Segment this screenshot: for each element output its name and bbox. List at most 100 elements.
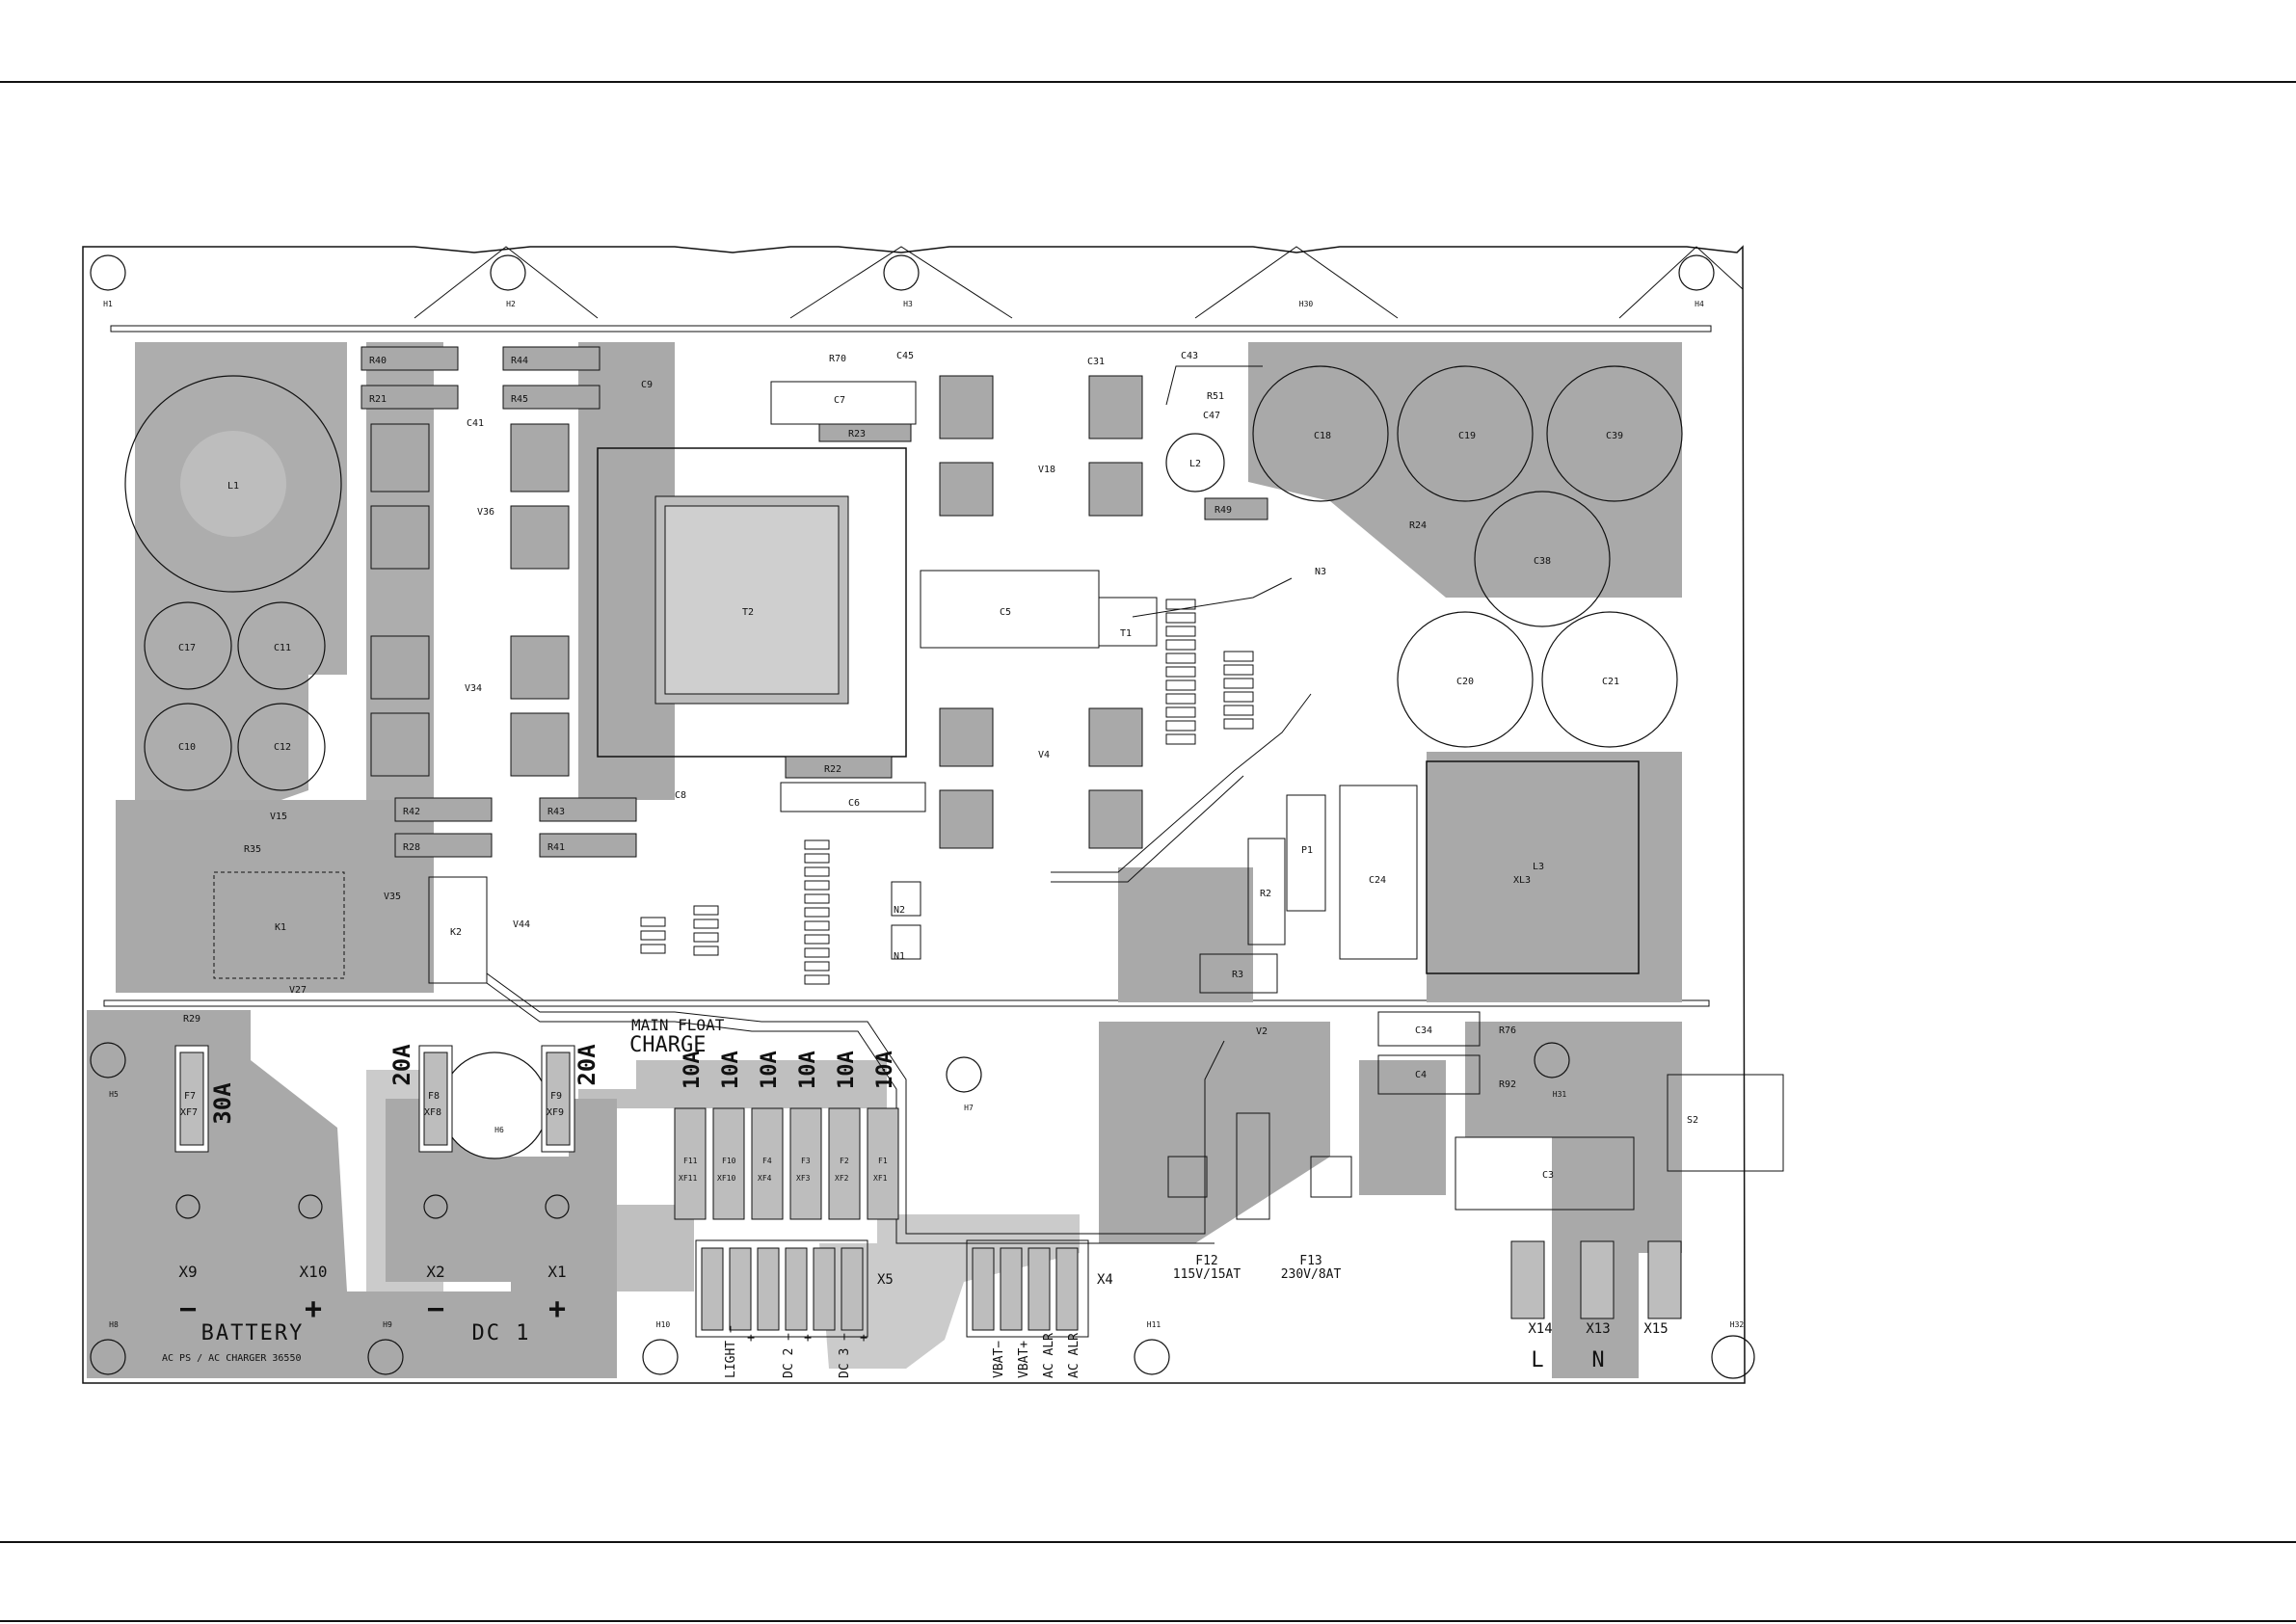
terminal-label-X10: X10: [300, 1263, 328, 1281]
x5-pin-dc2-minus: DC 2 −: [782, 1333, 796, 1378]
cap-C21: [1541, 611, 1678, 748]
fuse-rating-F1: 10A: [873, 1051, 897, 1089]
small-fuse-ids: F11 XF11 F10 XF10 F4 XF4 F3 XF3 F2 XF2 F…: [679, 1157, 888, 1183]
label-R41: R41: [547, 842, 565, 853]
fuse-holder-XF8: XF8: [424, 1107, 441, 1118]
fuse-rating-F3: 10A: [796, 1051, 820, 1089]
big-fuse-ids: F7 XF7 F8 XF8 F9 XF9: [180, 1091, 564, 1118]
mounting-holes: [90, 254, 1755, 1379]
fuse-F12: [1167, 1156, 1208, 1198]
label-S2: S2: [1687, 1115, 1698, 1126]
hole-label-h10: H10: [656, 1320, 671, 1329]
fuse-holder-XF3: XF3: [796, 1174, 811, 1183]
terminal-sign-X9: −: [179, 1292, 197, 1326]
label-R23: R23: [848, 429, 866, 439]
main-float-label: MAIN FLOAT: [631, 1016, 725, 1034]
label-V2: V2: [1256, 1026, 1268, 1037]
label-N2: N2: [894, 905, 905, 916]
label-C31: C31: [1087, 357, 1105, 367]
x4-pin-ac-alr-1: AC ALR: [1042, 1333, 1056, 1378]
terminal-labels: X9 X10 X2 X1: [178, 1263, 566, 1281]
label-P1: P1: [1301, 845, 1313, 856]
fuse-id-F9: F9: [550, 1091, 562, 1102]
dc1-label: DC 1: [472, 1321, 531, 1345]
label-C12: C12: [274, 742, 291, 753]
fuse-id-F7: F7: [184, 1091, 196, 1102]
x5-pin-dc3-plus: +: [857, 1334, 871, 1342]
hole-label-h5: H5: [109, 1090, 119, 1099]
label-C24: C24: [1369, 875, 1386, 886]
hole-label-h9: H9: [383, 1320, 392, 1329]
cap-C19: [1397, 365, 1534, 502]
hole-label-h6: H6: [494, 1126, 504, 1134]
transformer-T1: [1098, 597, 1158, 647]
terminal-block-x5: [695, 1239, 868, 1338]
terminal-studs: [175, 1194, 570, 1219]
label-C43: C43: [1181, 351, 1198, 361]
label-R51: R51: [1207, 391, 1224, 402]
mains-N-label: N: [1591, 1348, 1604, 1372]
fuse-holder-XF1: XF1: [873, 1174, 888, 1183]
label-L3: L3: [1533, 862, 1544, 872]
connector-C3: [1455, 1136, 1635, 1211]
label-C3: C3: [1542, 1170, 1554, 1181]
label-R28: R28: [403, 842, 420, 853]
hole-label-h31: H31: [1553, 1090, 1567, 1099]
mains-fuse-labels: F12 115V/15AT F13 230V/8AT: [1173, 1254, 1342, 1282]
mains-x14-label: X14: [1528, 1321, 1552, 1337]
power-resistors: [360, 346, 1268, 858]
mosfet-pads: [370, 375, 1143, 849]
x4-pin-vbat-plus: VBAT+: [1017, 1341, 1031, 1378]
label-R29: R29: [183, 1014, 200, 1025]
fuse-F13: [1236, 1112, 1270, 1220]
label-C9: C9: [641, 380, 653, 390]
big-fuse-bodies: [179, 1052, 571, 1146]
label-V18: V18: [1038, 465, 1055, 475]
copper-pour: [87, 342, 1682, 1378]
x4-pin-vbat-minus: VBAT−: [992, 1341, 1006, 1378]
cap-C4: [1377, 1054, 1481, 1095]
terminal-sign-X1: +: [548, 1292, 566, 1326]
label-R49: R49: [1215, 505, 1232, 516]
fuse-holder-XF12: [1310, 1156, 1352, 1198]
cap-C38: [1474, 491, 1611, 627]
label-C47: C47: [1203, 411, 1220, 421]
x5-pin-dc2-plus: +: [801, 1334, 815, 1342]
label-V4: V4: [1038, 750, 1050, 760]
cap-C20: [1397, 611, 1534, 748]
cap-C39: [1546, 365, 1683, 502]
label-R76: R76: [1499, 1025, 1516, 1036]
hole-label-h30: H30: [1299, 300, 1314, 308]
mains-f13-rating: 230V/8AT: [1281, 1267, 1342, 1282]
charge-label: CHARGE: [629, 1033, 706, 1057]
label-K2: K2: [450, 927, 462, 938]
terminal-blocks-mains: [1510, 1240, 1682, 1319]
x5-pin-light-minus: LIGHT −: [724, 1325, 738, 1378]
x5-pin-labels: LIGHT − + DC 2 − + DC 3 − +: [724, 1325, 871, 1378]
component-labels: R40 R44 R21 R45 R42 R43 R28 R41 R23 R22 …: [178, 351, 1698, 1181]
fuse-id-F4: F4: [762, 1157, 772, 1165]
label-V27: V27: [289, 985, 307, 996]
label-T1: T1: [1120, 628, 1132, 639]
label-V34: V34: [465, 683, 482, 694]
resistor-R3: [1199, 953, 1278, 994]
label-C20: C20: [1456, 677, 1474, 687]
hole-label-h3: H3: [903, 300, 913, 308]
mains-x13-label: X13: [1586, 1321, 1610, 1337]
cap-C10: [144, 703, 232, 791]
fuse-holder-XF4: XF4: [758, 1174, 772, 1183]
cap-C17: [144, 601, 232, 690]
relay-K2: [428, 876, 488, 984]
top-rail: [110, 325, 1712, 333]
hole-label-h32: H32: [1730, 1320, 1745, 1329]
inductor-L3: [1426, 760, 1640, 974]
label-C34: C34: [1415, 1025, 1432, 1036]
fuse-id-F11: F11: [683, 1157, 698, 1165]
switch-S2: [1667, 1074, 1784, 1172]
label-L1: L1: [227, 481, 239, 492]
label-V36: V36: [477, 507, 494, 518]
hole-label-h11: H11: [1147, 1320, 1161, 1329]
label-N3: N3: [1315, 567, 1326, 577]
terminal-signs: − + − +: [179, 1292, 566, 1326]
fuse-holder-XF7: XF7: [180, 1107, 198, 1118]
